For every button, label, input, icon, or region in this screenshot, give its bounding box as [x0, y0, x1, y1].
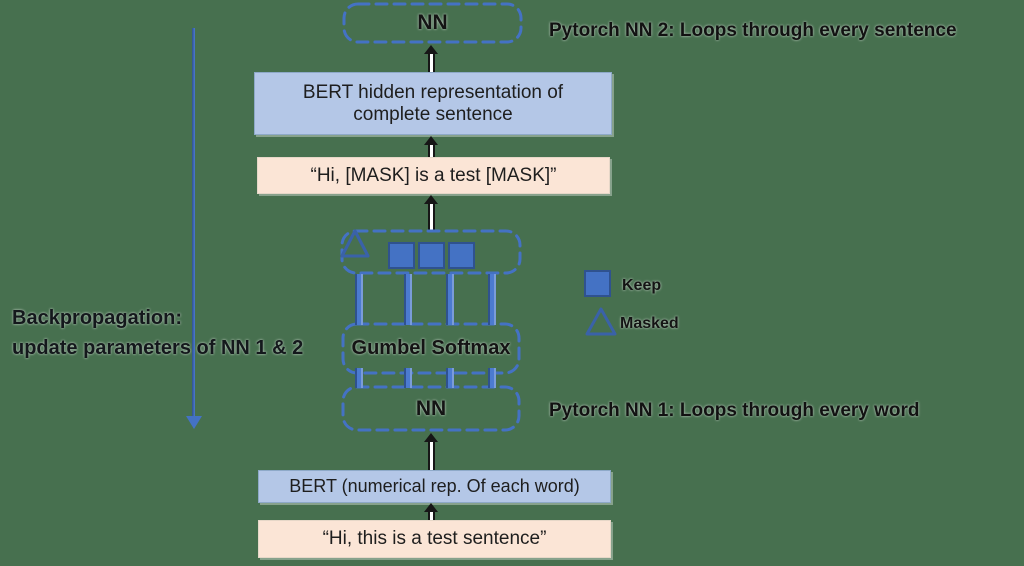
- arrow-head-icon: [424, 195, 438, 204]
- token-connector: [488, 274, 496, 325]
- masked-sentence-box: “Hi, [MASK] is a test [MASK]”: [257, 157, 610, 194]
- arrow-input-to-bert: [424, 503, 438, 520]
- legend-keep-label: Keep: [622, 277, 662, 294]
- arrow-head-icon: [424, 503, 438, 512]
- backpropagation-line1: Backpropagation:: [12, 307, 183, 329]
- backpropagation-arrow-head: [186, 416, 202, 429]
- keep-token-square-icon: [387, 242, 415, 269]
- bert-input-label: BERT (numerical rep. Of each word): [289, 476, 580, 496]
- input-sentence-box: “Hi, this is a test sentence”: [258, 520, 611, 558]
- arrow-head-icon: [424, 136, 438, 145]
- token-connector: [488, 368, 496, 388]
- token-connector: [404, 368, 412, 388]
- nn2-annotation: Pytorch NN 2: Loops through every senten…: [549, 20, 957, 41]
- arrow-shaft: [427, 442, 435, 470]
- token-connector: [404, 274, 412, 325]
- arrow-tokens-to-masked: [424, 195, 438, 230]
- token-connector: [446, 274, 454, 325]
- legend-keep-square-icon: [584, 270, 611, 297]
- arrow-shaft: [427, 145, 435, 157]
- arrow-bert-hidden-to-nn2: [424, 45, 438, 72]
- arrow-shaft: [427, 204, 435, 230]
- arrow-head-icon: [424, 45, 438, 54]
- token-connector: [355, 368, 363, 388]
- nn1-box-label: NN: [415, 396, 447, 420]
- nn1-box: NN: [341, 385, 521, 432]
- dashed-border: [340, 229, 522, 275]
- token-connector: [446, 368, 454, 388]
- input-sentence-text: “Hi, this is a test sentence”: [322, 528, 547, 549]
- bert-hidden-box: BERT hidden representation of complete s…: [254, 72, 612, 135]
- gumbel-softmax-box: Gumbel Softmax: [341, 322, 521, 375]
- bert-input-box: BERT (numerical rep. Of each word): [258, 470, 611, 503]
- dashed-border: [342, 2, 523, 44]
- token-sequence: [340, 229, 522, 275]
- backpropagation-arrow-line: [192, 28, 195, 418]
- arrow-masked-to-bert-hidden: [424, 136, 438, 157]
- masked-token-triangle-icon: [340, 229, 370, 258]
- token-connector: [355, 274, 363, 325]
- arrow-bert-input-to-nn1: [424, 433, 438, 470]
- keep-token-square-icon: [447, 242, 475, 269]
- nn1-annotation: Pytorch NN 1: Loops through every word: [549, 400, 920, 421]
- legend-masked-triangle-icon: [585, 307, 617, 336]
- nn2-box-label: NN: [417, 11, 448, 34]
- dashed-border: [341, 322, 521, 375]
- gumbel-softmax-label: Gumbel Softmax: [351, 337, 511, 359]
- backpropagation-line2: update parameters of NN 1 & 2: [12, 337, 304, 359]
- masked-sentence-text: “Hi, [MASK] is a test [MASK]”: [310, 164, 557, 186]
- arrow-head-icon: [424, 433, 438, 442]
- dashed-border: [341, 385, 521, 432]
- arrow-shaft: [427, 54, 435, 72]
- bert-hidden-label: BERT hidden representation of complete s…: [302, 81, 564, 125]
- keep-token-square-icon: [417, 242, 445, 269]
- arrow-shaft: [427, 512, 435, 520]
- backpropagation-label: Backpropagation: update parameters of NN…: [12, 303, 303, 363]
- legend-masked-label: Masked: [620, 315, 679, 332]
- nn2-box: NN: [342, 2, 523, 44]
